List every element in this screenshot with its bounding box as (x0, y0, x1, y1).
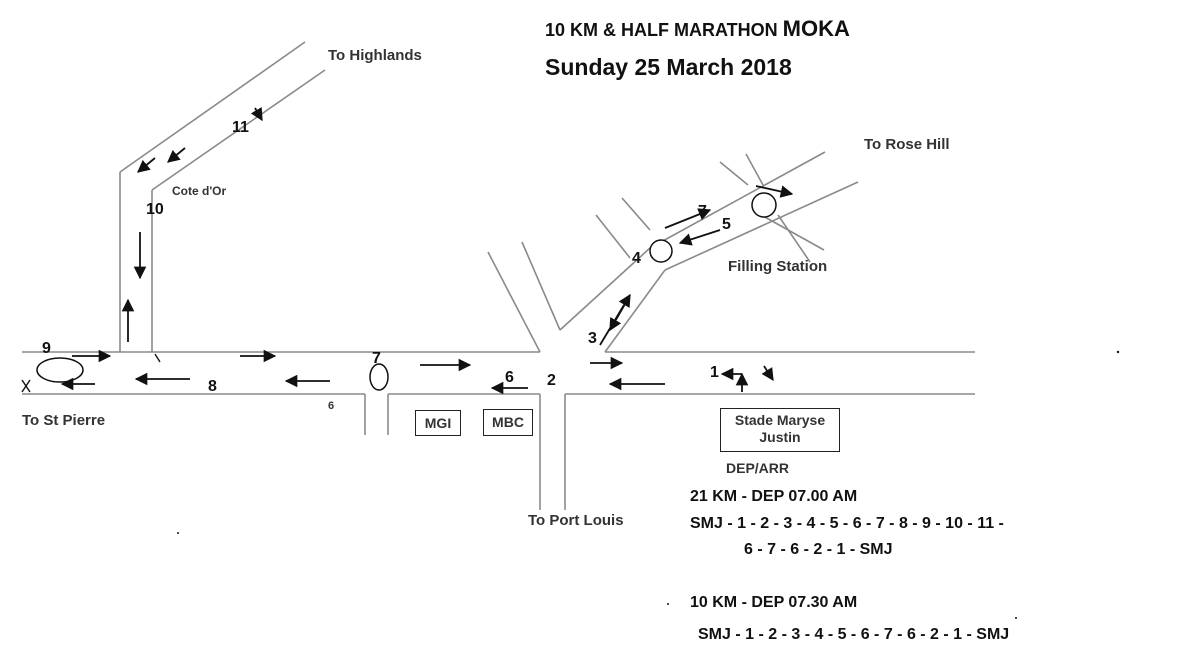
label-dep-arr: DEP/ARR (726, 460, 790, 476)
arrow-sw-5 (678, 229, 721, 246)
roads (22, 41, 975, 510)
checkpoint-1: 1 (710, 364, 719, 381)
roundabout-4 (649, 239, 673, 263)
side-road-r2c (745, 153, 764, 186)
half-marathon-route-line1: SMJ - 1 - 2 - 3 - 4 - 5 - 6 - 7 - 8 - 9 … (690, 515, 1004, 532)
checkpoint-5: 5 (722, 216, 731, 233)
highlands-road-edge-1 (119, 41, 306, 173)
label-cote-dor: Cote d'Or (172, 184, 227, 198)
checkpoint-7-rose-hill: 7 (698, 203, 707, 220)
label-to-highlands: To Highlands (328, 47, 422, 64)
half-marathon-title: 21 KM - DEP 07.00 AM (690, 488, 858, 505)
arrow-e-5 (755, 185, 794, 198)
side-road-r2a (719, 161, 749, 186)
side-road-r2b (762, 215, 825, 251)
v-road-2 (521, 241, 561, 331)
ten-km-title: 10 KM - DEP 07.30 AM (690, 594, 858, 611)
highlands-road-edge-2 (151, 69, 326, 191)
roundabout-filling-station (751, 192, 777, 218)
rose-hill-road-d (664, 181, 859, 271)
building-mbc: MBC (483, 409, 533, 436)
checkpoint-2: 2 (547, 372, 556, 389)
tick-mark (154, 353, 161, 363)
roundabout-st-pierre (36, 357, 84, 383)
title-moka: MOKA (782, 16, 850, 41)
side-road-r2d (777, 214, 811, 263)
arrow-sw-4 (609, 303, 626, 332)
arrow-ne-2 (664, 208, 712, 229)
dots (177, 350, 1120, 619)
checkpoint-3: 3 (588, 330, 597, 347)
arrow-sw-2 (167, 147, 186, 163)
v-road-1 (487, 251, 541, 353)
roundabout-7 (369, 363, 389, 391)
arrow-sw-3 (250, 107, 263, 122)
title-text: 10 KM & HALF MARATHON (545, 20, 778, 40)
checkpoint-6: 6 (505, 369, 514, 386)
map-title: 10 KM & HALF MARATHON MOKA (545, 16, 850, 42)
arrow-stade-se (761, 365, 774, 382)
checkpoint-11: 11 (232, 119, 249, 136)
building-mgi: MGI (415, 410, 461, 436)
label-to-st-pierre: To St Pierre (22, 412, 106, 429)
x-mark-b (21, 379, 31, 393)
label-filling-station: Filling Station (728, 258, 828, 275)
map-date: Sunday 25 March 2018 (545, 54, 792, 80)
arrow-sw-1 (137, 157, 156, 173)
side-road-r1a (621, 197, 651, 231)
checkpoint-6-small: 6 (328, 400, 335, 412)
ten-km-route: SMJ - 1 - 2 - 3 - 4 - 5 - 6 - 7 - 6 - 2 … (698, 626, 1010, 643)
roundabouts (36, 192, 777, 391)
checkpoint-10: 10 (146, 201, 164, 218)
checkpoint-4: 4 (632, 250, 641, 267)
rose-hill-road-a (559, 247, 651, 331)
checkpoint-7: 7 (372, 350, 381, 367)
label-to-port-louis: To Port Louis (528, 512, 624, 529)
half-marathon-route-line2: 6 - 7 - 6 - 2 - 1 - SMJ (744, 541, 893, 558)
checkpoint-9: 9 (42, 340, 51, 357)
building-stade: Stade Maryse Justin (720, 408, 840, 452)
label-to-rose-hill: To Rose Hill (864, 136, 950, 153)
rose-hill-road-b (604, 269, 666, 353)
checkpoint-8: 8 (208, 378, 217, 395)
rose-hill-road-c (649, 151, 826, 249)
side-road-r1b (595, 214, 631, 259)
misc-marks (21, 353, 161, 393)
direction-arrows (60, 107, 794, 395)
